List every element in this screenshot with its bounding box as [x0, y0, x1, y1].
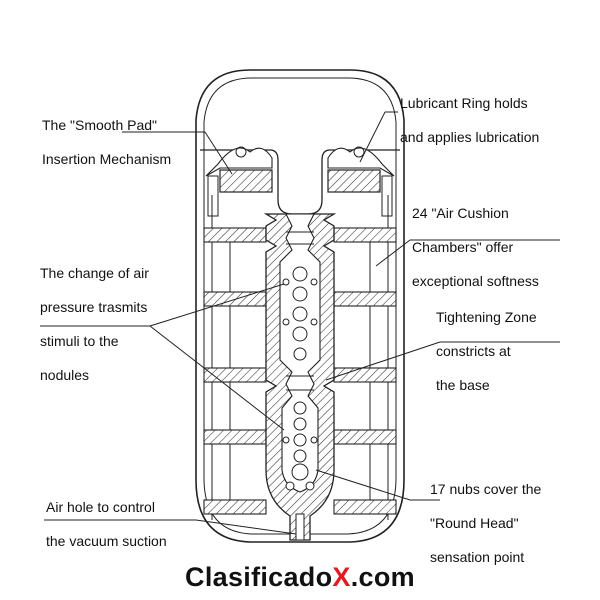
air-cushion-walls: [203, 227, 397, 515]
label-lubricant-ring: Lubricant Ring holds and applies lubrica…: [400, 95, 540, 145]
leader-lines: [40, 111, 560, 535]
label-air-pressure: The change of air pressure trasmits stim…: [40, 265, 149, 383]
inner-casing: [203, 77, 397, 535]
outer-casing: [195, 69, 405, 543]
label-air-hole: Air hole to control the vacuum suction: [46, 499, 167, 549]
nodules: [282, 266, 318, 491]
watermark-brand-x: X: [332, 562, 351, 592]
watermark-brand: Clasificado: [185, 562, 333, 592]
label-smooth-pad: The "Smooth Pad" Insertion Mechanism: [42, 117, 172, 167]
air-hole: [295, 513, 305, 541]
lubricant-ring: [205, 146, 395, 217]
label-nubs: 17 nubs cover the "Round Head" sensation…: [430, 481, 542, 565]
watermark-domain: .com: [350, 562, 415, 592]
label-tightening-zone: Tightening Zone constricts at the base: [436, 309, 537, 393]
watermark: ClasificadoX.com: [0, 562, 600, 593]
label-air-cushion: 24 "Air Cushion Chambers" offer exceptio…: [412, 205, 539, 289]
